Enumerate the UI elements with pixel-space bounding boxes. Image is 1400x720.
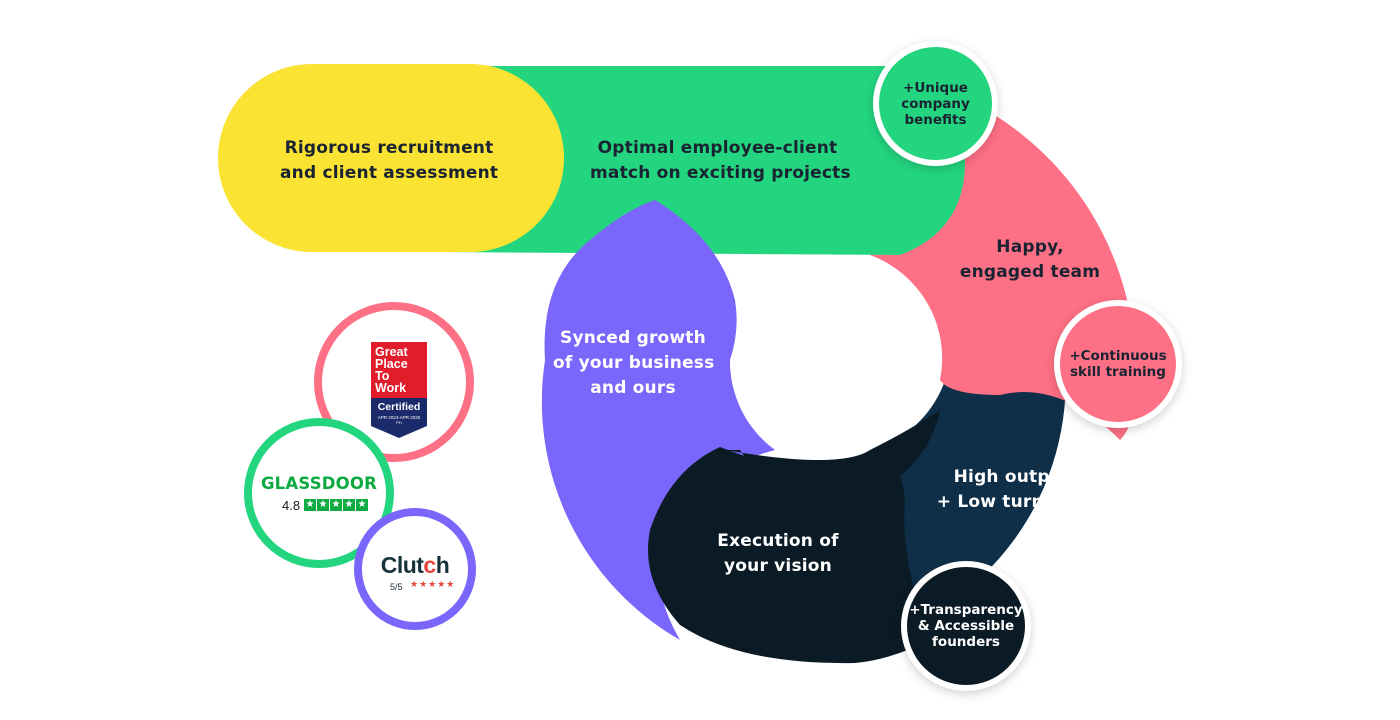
star-icon: ★ bbox=[304, 499, 316, 511]
gptw-line4: Work bbox=[375, 381, 407, 395]
training-bubble: +Continuous skill training bbox=[1054, 300, 1182, 428]
stage-growth-label: Synced growth of your business and ours bbox=[553, 326, 715, 401]
benefits-line2: company bbox=[901, 95, 970, 112]
gptw-dates: APR 2024-APR 2025 bbox=[377, 415, 421, 420]
glassdoor-rating: 4.8 bbox=[282, 498, 301, 513]
execution-segment-body bbox=[648, 447, 930, 664]
stage-match-line2: match on exciting projects bbox=[590, 163, 851, 183]
stage-execution-line2: your vision bbox=[723, 556, 832, 576]
great-place-to-work-logo: Great Place To Work Certified APR 2024-A… bbox=[371, 342, 427, 438]
stage-happy-line2: engaged team bbox=[959, 262, 1101, 282]
stage-recruitment-line1: Rigorous recruitment bbox=[284, 138, 494, 158]
gptw-certified-ribbon: Certified APR 2024-APR 2025 PH bbox=[371, 398, 427, 438]
benefits-bubble: +Unique company benefits bbox=[873, 41, 998, 166]
gptw-line3: To bbox=[375, 369, 390, 383]
star-icon: ★ bbox=[330, 499, 342, 511]
stage-match-line1: Optimal employee-client bbox=[597, 138, 838, 158]
benefits-line3: benefits bbox=[904, 111, 967, 128]
recruitment-segment bbox=[218, 64, 564, 252]
stage-happy-label: Happy, engaged team bbox=[955, 235, 1105, 285]
gptw-line1: Great bbox=[375, 345, 408, 359]
stage-recruitment-label: Rigorous recruitment and client assessme… bbox=[280, 136, 498, 186]
star-icon: ★ bbox=[356, 499, 368, 511]
star-icon: ★ bbox=[317, 499, 329, 511]
stage-growth-line2: of your business bbox=[553, 353, 715, 373]
benefits-line1: +Unique bbox=[903, 79, 968, 96]
founders-line3: founders bbox=[932, 634, 1000, 650]
stage-recruitment-line2: and client assessment bbox=[280, 163, 499, 183]
stage-output-line2: + Low turnover bbox=[936, 492, 1088, 512]
training-line1: +Continuous bbox=[1069, 348, 1167, 364]
stage-match-label: Optimal employee-client match on excitin… bbox=[590, 136, 851, 186]
clutch-stars: ★★★★★ bbox=[410, 580, 456, 590]
clutch-dot: c bbox=[423, 552, 436, 578]
stage-execution-label: Execution of your vision bbox=[703, 529, 853, 579]
glassdoor-stars: ★ ★ ★ ★ ★ bbox=[304, 499, 368, 511]
clutch-logo: Clutch bbox=[362, 552, 468, 579]
gptw-line2: Place bbox=[375, 357, 408, 371]
growth-segment bbox=[541, 200, 775, 640]
clutch-badge: Clutch 5/5 ★★★★★ bbox=[354, 508, 476, 630]
gptw-certified: Certified bbox=[377, 401, 421, 413]
stage-output-line1: High output bbox=[953, 467, 1071, 487]
founders-line2: & Accessible bbox=[917, 618, 1015, 634]
stage-growth-line1: Synced growth bbox=[560, 328, 706, 348]
stage-output-label: High output + Low turnover bbox=[932, 465, 1092, 515]
founders-bubble: +Transparency & Accessible founders bbox=[901, 561, 1031, 691]
gptw-country: PH bbox=[396, 420, 402, 425]
founders-line1: +Transparency bbox=[909, 602, 1023, 618]
star-icon: ★ bbox=[343, 499, 355, 511]
stage-growth-line3: and ours bbox=[590, 378, 676, 398]
training-line2: skill training bbox=[1070, 364, 1166, 380]
stage-happy-line1: Happy, bbox=[996, 237, 1064, 257]
gptw-red-block: Great Place To Work bbox=[371, 342, 427, 398]
stage-execution-line1: Execution of bbox=[717, 531, 839, 551]
match-segment bbox=[420, 66, 966, 255]
clutch-name: Clutch bbox=[380, 552, 450, 578]
clutch-score: 5/5 bbox=[390, 582, 403, 592]
glassdoor-logo: GLASSDOOR bbox=[260, 474, 378, 493]
